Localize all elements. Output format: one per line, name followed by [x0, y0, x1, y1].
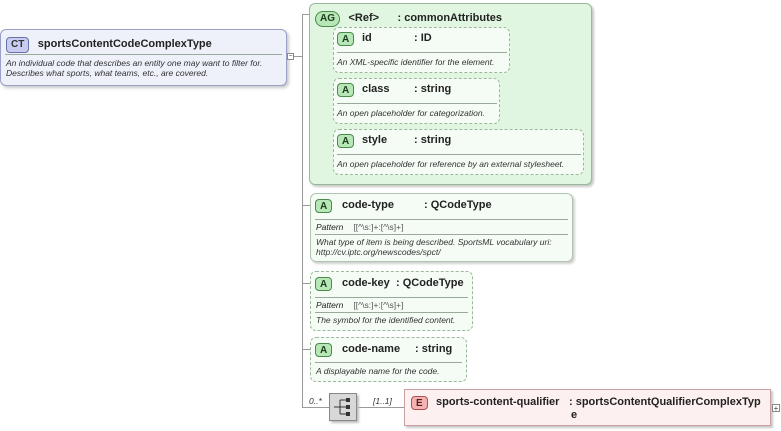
- attribute-code-key-name: code-key: [342, 277, 390, 289]
- attribute-class-description: An open placeholder for categorization.: [337, 108, 485, 118]
- complex-type-badge: CT: [6, 37, 30, 53]
- sequence-compositor[interactable]: [329, 393, 357, 421]
- attribute-style-separator: [337, 154, 581, 155]
- attribute-id-type: : ID: [414, 32, 432, 44]
- element-type-wrap: e: [571, 409, 578, 421]
- complex-type-name: sportsContentCodeComplexType: [37, 38, 212, 50]
- collapse-toggle[interactable]: −: [287, 53, 294, 60]
- attribute-id-separator: [337, 52, 507, 53]
- attribute-code-type-pattern: Pattern [[^\s:]+:[^\s]+]: [316, 222, 403, 232]
- attribute-class-name: class: [362, 83, 390, 95]
- attribute-code-name-badge: A: [315, 343, 333, 357]
- connector-ct-out: [287, 56, 303, 57]
- attribute-code-name-separator: [315, 362, 462, 363]
- attribute-code-type-separator-2: [315, 234, 568, 235]
- attribute-style-badge: A: [337, 134, 355, 148]
- attribute-id-badge: A: [337, 32, 355, 46]
- pattern-label: Pattern: [316, 222, 344, 232]
- element-name: sports-content-qualifier: [436, 396, 560, 408]
- pattern-value: [[^\s:]+:[^\s]+]: [353, 222, 404, 232]
- element-sports-content-qualifier[interactable]: E sports-content-qualifier : sportsConte…: [404, 389, 771, 426]
- attribute-id-name: id: [362, 32, 372, 44]
- attribute-class-type: : string: [414, 83, 452, 95]
- sequence-icon: [334, 398, 350, 416]
- attribute-group-ref: <Ref>: [348, 12, 380, 24]
- attribute-id-description: An XML-specific identifier for the eleme…: [337, 57, 495, 67]
- attribute-code-type-name: code-type: [342, 199, 394, 211]
- attribute-code-type-badge: A: [315, 199, 333, 213]
- attribute-code-type-type: : QCodeType: [424, 199, 492, 211]
- attribute-class-separator: [337, 103, 497, 104]
- attribute-code-key-type: : QCodeType: [396, 277, 464, 289]
- attribute-code-key[interactable]: A code-key : QCodeType Pattern [[^\s:]+:[…: [310, 271, 473, 331]
- attribute-code-type-separator: [315, 219, 568, 220]
- attribute-code-key-description: The symbol for the identified content.: [316, 315, 456, 325]
- complex-type-description: An individual code that describes an ent…: [6, 58, 263, 78]
- connector-ag-top: [302, 14, 303, 58]
- connector-code-key: [302, 283, 310, 284]
- attribute-group-type: : commonAttributes: [397, 12, 502, 24]
- attribute-code-name-type: : string: [415, 343, 453, 355]
- attribute-class-badge: A: [337, 83, 355, 97]
- attribute-style-description: An open placeholder for reference by an …: [337, 159, 565, 169]
- attribute-code-name-name: code-name: [342, 343, 401, 355]
- element-badge: E: [411, 396, 428, 410]
- attribute-id[interactable]: A id : ID An XML-specific identifier for…: [333, 27, 510, 73]
- pattern-value: [[^\s:]+:[^\s]+]: [353, 300, 404, 310]
- expand-toggle[interactable]: +: [772, 404, 780, 413]
- connector-code-name: [302, 349, 310, 350]
- connector-sequence: [302, 407, 329, 408]
- attribute-class[interactable]: A class : string An open placeholder for…: [333, 78, 500, 124]
- attribute-code-name-description: A displayable name for the code.: [316, 366, 440, 376]
- attribute-code-key-separator-2: [315, 312, 468, 313]
- attribute-code-type[interactable]: A code-type : QCodeType Pattern [[^\s:]+:…: [310, 193, 573, 262]
- attribute-group-header: AG <Ref> : commonAttributes: [315, 8, 502, 27]
- attribute-code-key-pattern: Pattern [[^\s:]+:[^\s]+]: [316, 300, 403, 310]
- attribute-code-key-badge: A: [315, 277, 333, 291]
- attribute-style-type: : string: [414, 134, 452, 146]
- attribute-style-name: style: [362, 134, 388, 146]
- attribute-code-key-separator: [315, 297, 468, 298]
- connector-code-type: [302, 205, 310, 206]
- complex-type-separator: [5, 54, 282, 55]
- attribute-code-name[interactable]: A code-name : string A displayable name …: [310, 337, 467, 382]
- attribute-code-type-description: What type of item is being described. Sp…: [316, 237, 552, 257]
- connector-element: [357, 407, 404, 408]
- sequence-multiplicity: 0..*: [309, 396, 322, 406]
- attribute-group-box[interactable]: AG <Ref> : commonAttributes A id : ID An…: [309, 3, 592, 185]
- complex-type-header: CT sportsContentCodeComplexType: [6, 34, 212, 53]
- pattern-label: Pattern: [316, 300, 344, 310]
- element-type: : sportsContentQualifierComplexTyp: [569, 396, 761, 408]
- complex-type-box[interactable]: CT sportsContentCodeComplexType An indiv…: [0, 29, 287, 86]
- attribute-group-badge: AG: [315, 11, 340, 27]
- connector-main-vertical: [302, 56, 303, 408]
- attribute-style[interactable]: A style : string An open placeholder for…: [333, 129, 584, 175]
- connector-ag: [302, 14, 310, 15]
- element-multiplicity: [1..1]: [373, 396, 392, 406]
